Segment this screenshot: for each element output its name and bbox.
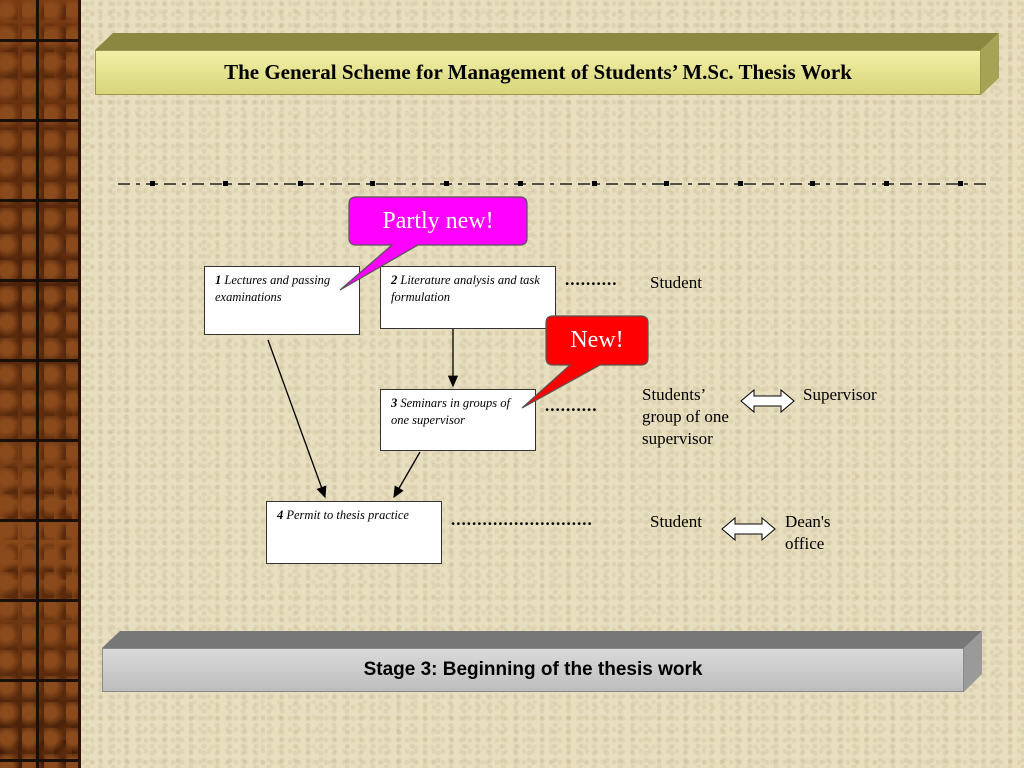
callout-partly-new-shape: [339, 196, 528, 291]
dotted-leader-3: ...........................: [451, 510, 593, 529]
dotted-leader-2: ..........: [545, 396, 598, 415]
box-number: 3: [391, 396, 398, 410]
dotted-leader-1: ..........: [565, 270, 618, 289]
label-line: Students’: [642, 385, 707, 404]
arrow-1-to-4: [267, 339, 327, 499]
callout-partly-new: Partly new!: [349, 197, 527, 245]
label-student-2: Student: [650, 512, 702, 531]
box-seminars: 3 Seminars in groups of one supervisor: [380, 389, 536, 451]
label-deans-office: Dean's office: [785, 511, 831, 555]
stage-banner: Stage 3: Beginning of the thesis work: [102, 648, 964, 692]
callout-new-text: New!: [570, 327, 624, 353]
box-text: Literature analysis and task formulation: [391, 273, 540, 304]
arrow-3-to-4: [393, 451, 421, 499]
box-permit: 4 Permit to thesis practice: [266, 501, 442, 564]
box-number: 2: [391, 273, 398, 287]
box-lectures: 1 Lectures and passing examinations: [204, 266, 360, 335]
title-banner: The General Scheme for Management of Stu…: [95, 50, 981, 95]
callout-partly-new-text: Partly new!: [382, 207, 494, 234]
dash-dot-divider: [118, 181, 990, 186]
callout-new: New!: [546, 316, 648, 365]
label-line: group of one: [642, 407, 729, 426]
label-line: Dean's: [785, 512, 831, 531]
box-number: 1: [215, 273, 222, 287]
box-text: Seminars in groups of one supervisor: [391, 396, 510, 427]
stage-title: Stage 3: Beginning of the thesis work: [363, 659, 703, 680]
double-arrow-icon: [721, 516, 776, 542]
label-student-1: Student: [650, 273, 702, 292]
box-number: 4: [277, 508, 284, 522]
page-title: The General Scheme for Management of Stu…: [224, 60, 852, 84]
label-students-group: Students’ group of one supervisor: [642, 384, 729, 450]
label-line: office: [785, 534, 825, 553]
double-arrow-icon: [740, 388, 795, 414]
callout-new-shape: [521, 315, 649, 409]
box-text: Permit to thesis practice: [286, 508, 409, 522]
box-text: Lectures and passing examinations: [215, 273, 331, 304]
decorative-side-strip: [0, 0, 81, 768]
label-line: supervisor: [642, 429, 713, 448]
box-literature: 2 Literature analysis and task formulati…: [380, 266, 556, 329]
label-supervisor: Supervisor: [803, 385, 877, 404]
